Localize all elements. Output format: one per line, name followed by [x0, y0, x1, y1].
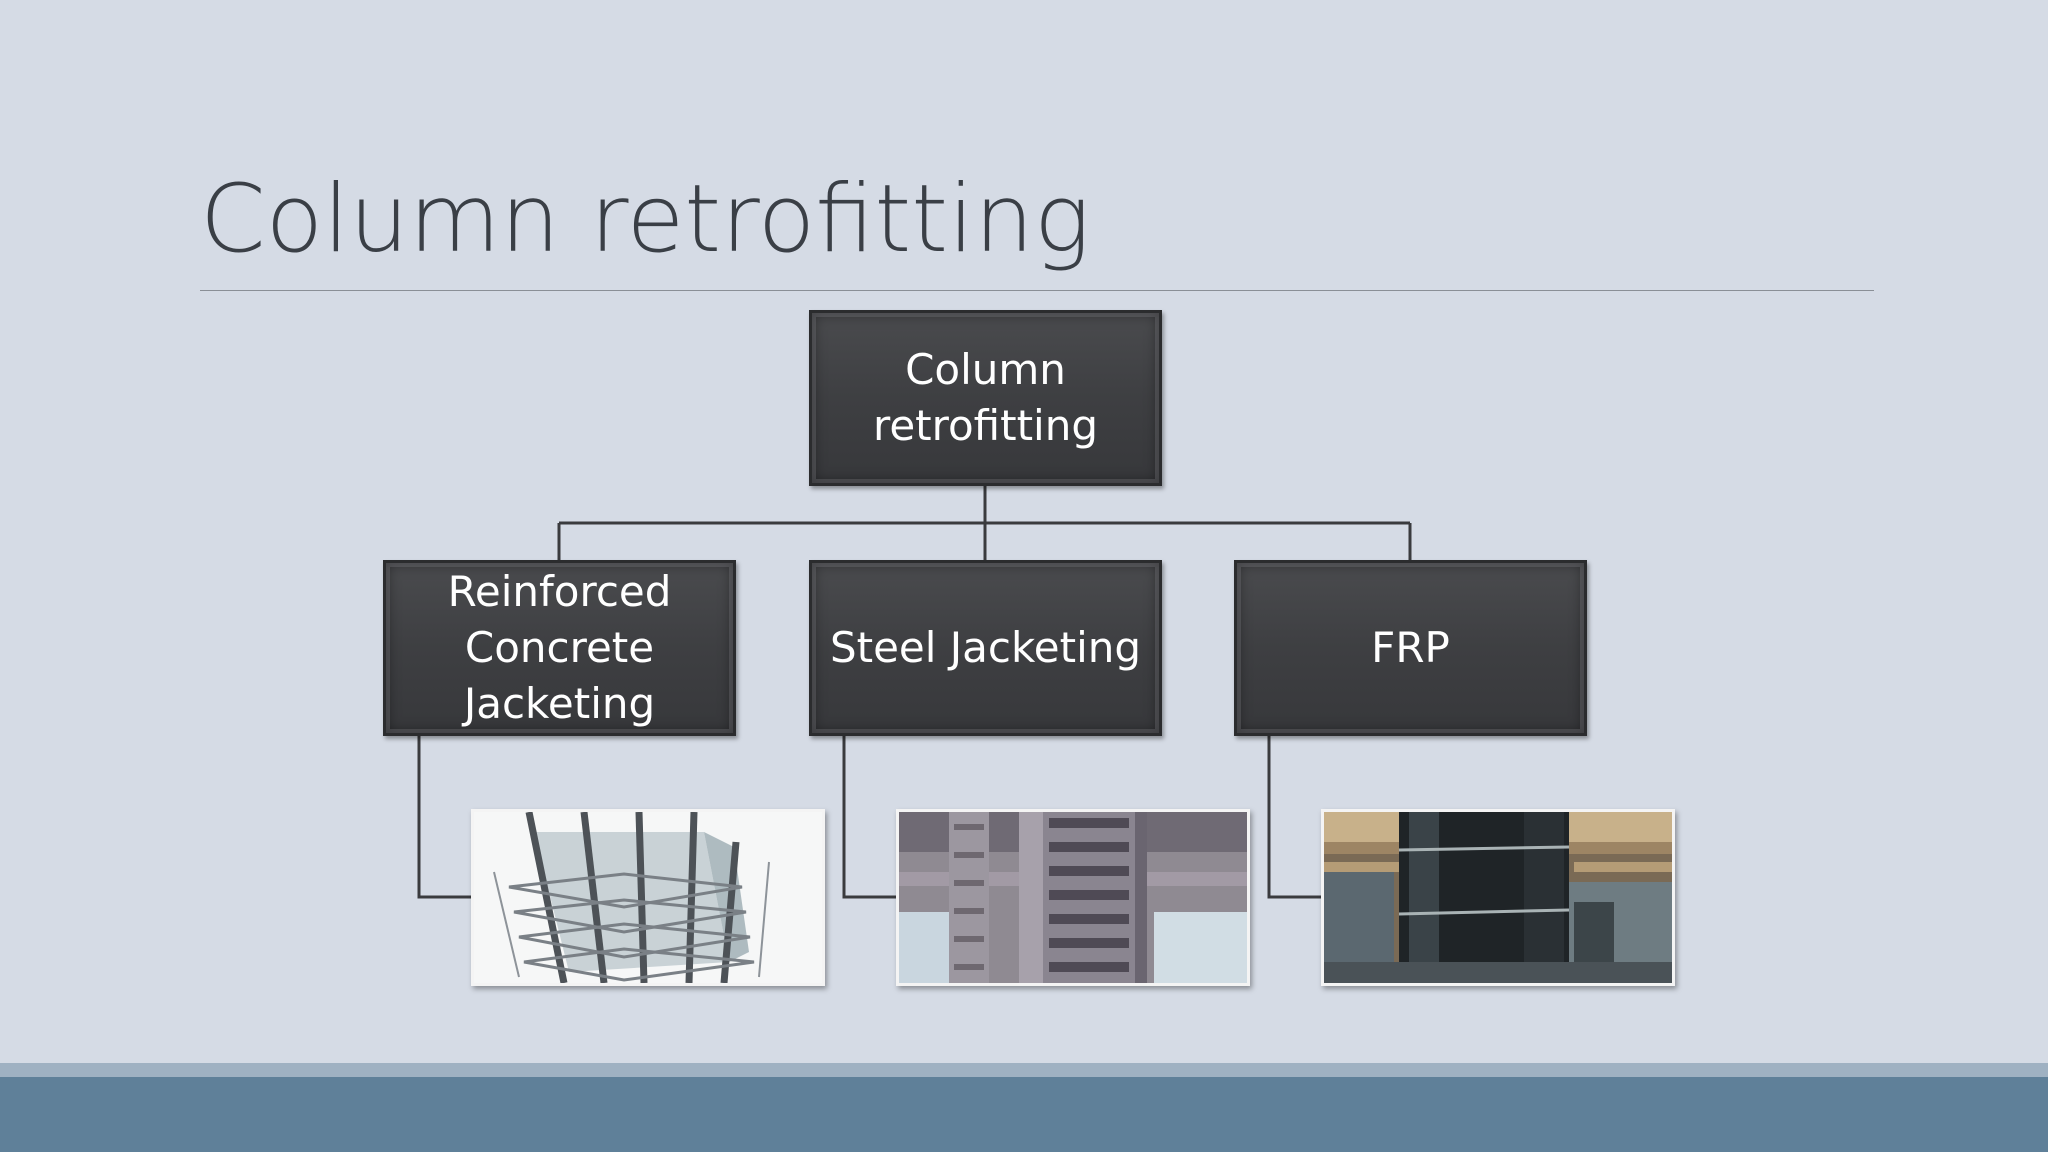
root-node-label: Column retrofitting: [872, 345, 1099, 450]
image-connector-center: [842, 736, 897, 899]
child-node-rc-jacketing: Reinforced Concrete Jacketing: [383, 560, 736, 736]
frp-wrapping-photo: [1321, 809, 1675, 986]
image-connector-left: [417, 736, 472, 899]
steel-jacketing-photo: [896, 809, 1250, 986]
footer-band: [0, 1077, 2048, 1152]
image-connector-right: [1267, 736, 1322, 899]
footer-stripe: [0, 1063, 2048, 1077]
root-node-column-retrofitting: Column retrofitting: [809, 310, 1162, 486]
child-node-label: Reinforced Concrete Jacketing: [447, 567, 672, 728]
child-node-frp: FRP: [1234, 560, 1587, 736]
child-node-steel-jacketing: Steel Jacketing: [809, 560, 1162, 736]
child-node-label: Steel Jacketing: [829, 623, 1142, 672]
slide-title: Column retrofitting: [200, 165, 1091, 274]
rc-jacketing-photo: [471, 809, 825, 986]
title-divider: [200, 290, 1874, 291]
child-node-label: FRP: [1371, 623, 1450, 672]
